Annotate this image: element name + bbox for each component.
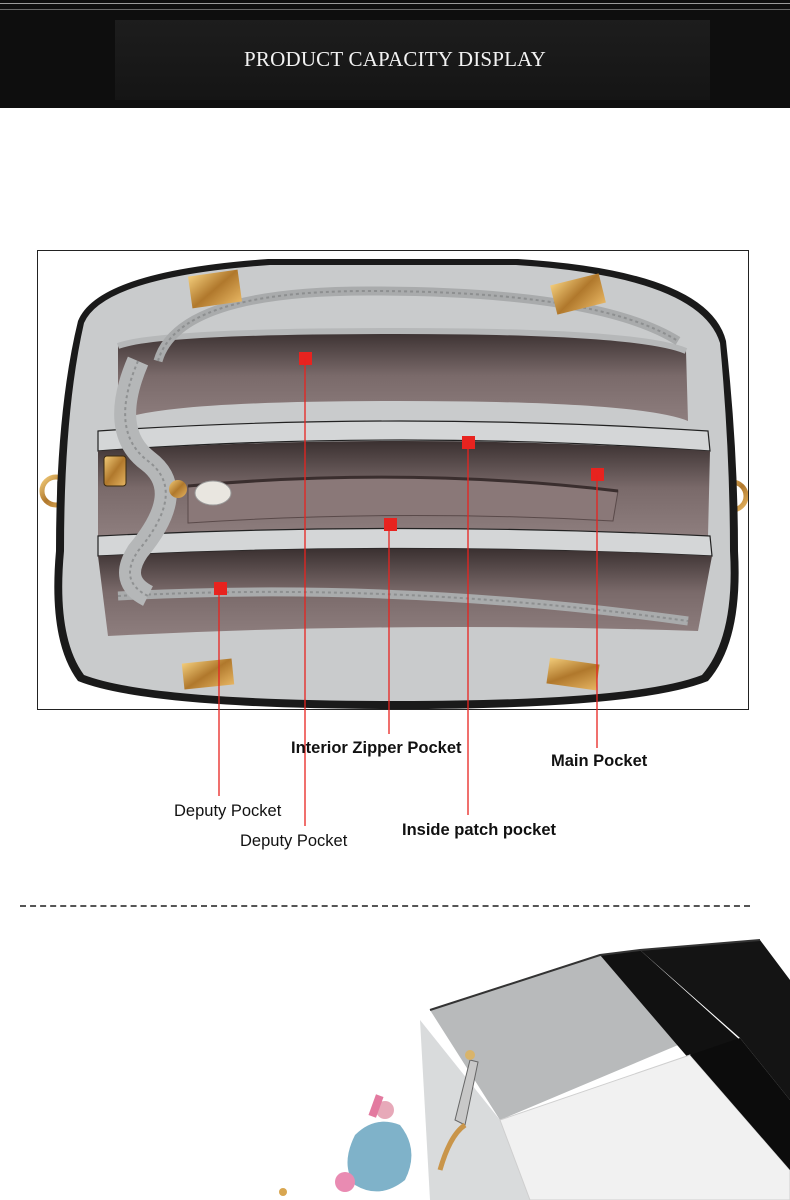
header-banner: PRODUCT CAPACITY DISPLAY [0, 0, 790, 108]
label-inside-patch-pocket: Inside patch pocket [402, 821, 557, 839]
marker-deputy-center [384, 518, 397, 531]
handbag-exterior-photo [0, 920, 790, 1200]
marker-main [591, 468, 604, 481]
marker-deputy-front [214, 582, 227, 595]
handbag-interior-illustration [39, 259, 748, 709]
handbag-exterior-illustration [279, 939, 790, 1200]
section-divider [20, 905, 750, 907]
banner-rule [0, 9, 790, 10]
banner-title-panel [115, 20, 710, 100]
label-interior-zipper-pocket: Interior Zipper Pocket [291, 739, 462, 757]
handbag-interior-photo [37, 250, 749, 710]
label-deputy-pocket-2: Deputy Pocket [240, 832, 348, 850]
banner-rule [0, 3, 790, 4]
page-title: PRODUCT CAPACITY DISPLAY [244, 47, 546, 71]
label-deputy-pocket-1: Deputy Pocket [174, 802, 282, 820]
label-main-pocket: Main Pocket [551, 752, 648, 770]
